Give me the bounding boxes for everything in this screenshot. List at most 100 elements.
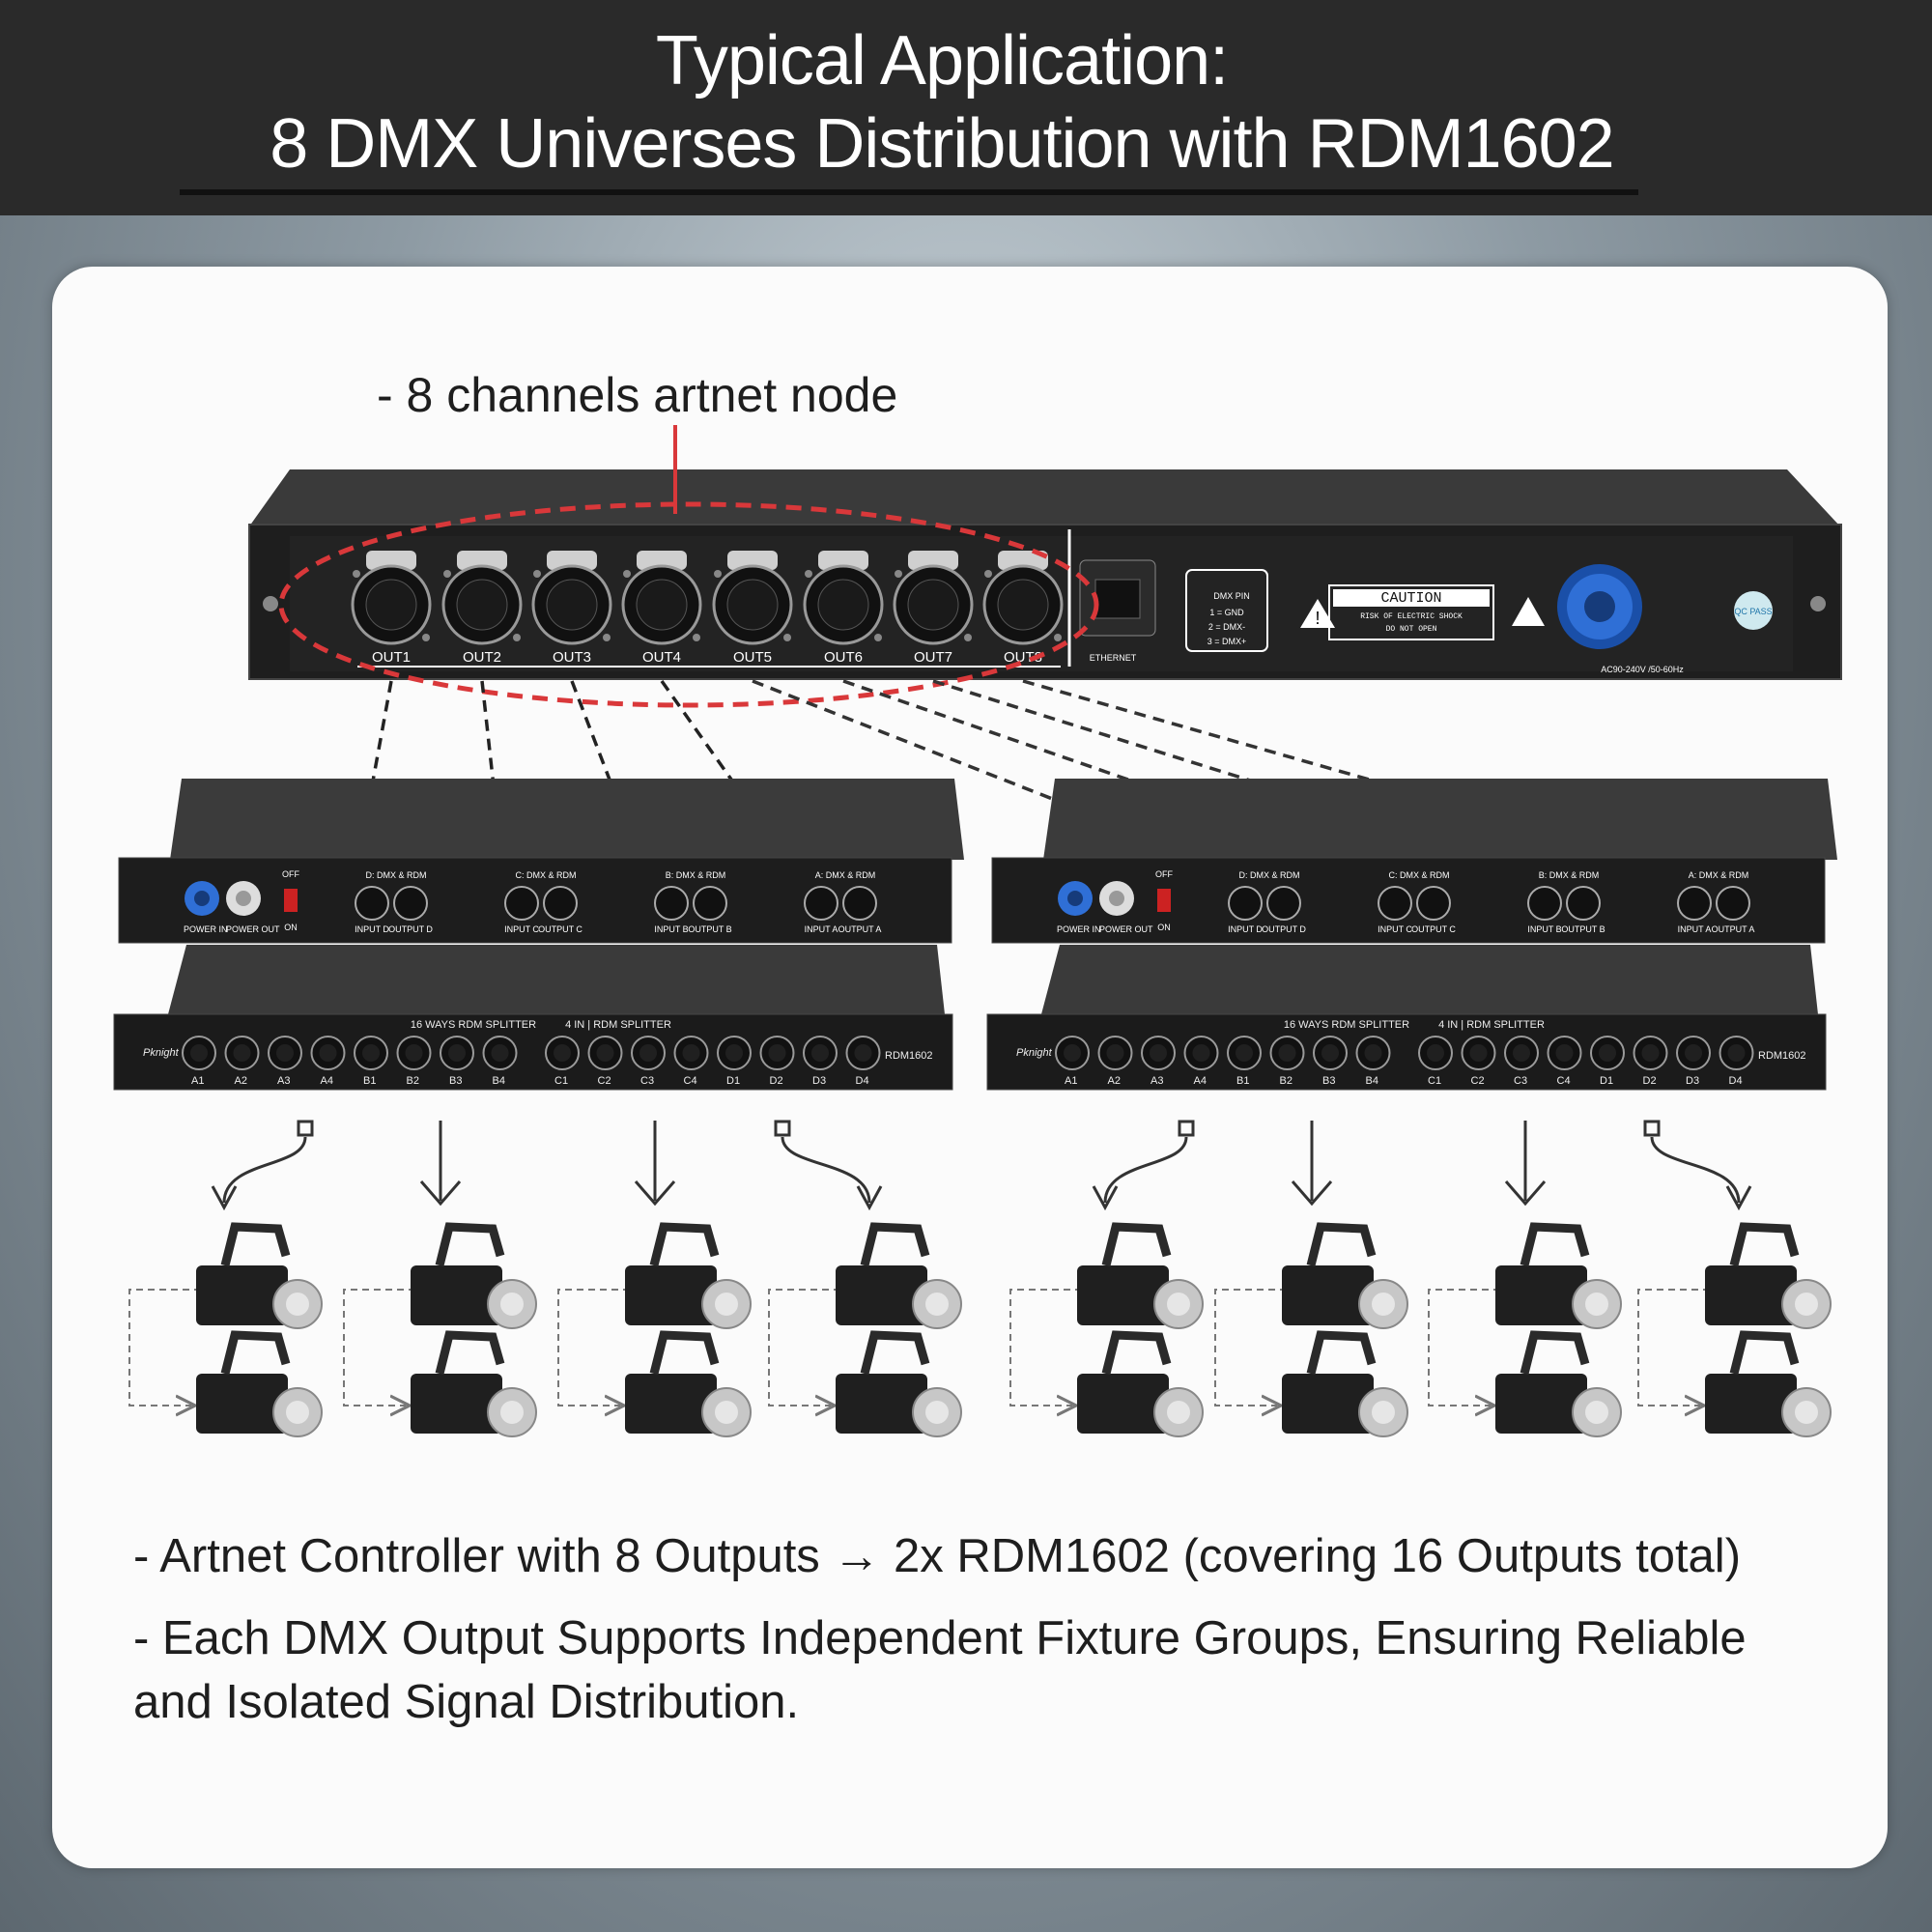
node-output-ports xyxy=(351,551,1064,645)
dmx-pin-3: 3 = DMX+ xyxy=(1208,637,1247,646)
group-output-port xyxy=(1266,886,1301,921)
arrow-head xyxy=(419,1180,462,1207)
power-in-center xyxy=(194,891,210,906)
daisy-chain-line xyxy=(1009,1289,1082,1406)
fixture-body xyxy=(1282,1265,1374,1325)
port-screw xyxy=(353,570,360,578)
fixture-yoke xyxy=(1520,1330,1590,1376)
shock-warning-icon xyxy=(1512,597,1545,626)
group-input-port xyxy=(1677,886,1712,921)
splitter-port-label: C3 xyxy=(1514,1075,1527,1087)
power-rating: AC90-240V /50-60Hz xyxy=(1601,665,1684,674)
fixture-groups xyxy=(128,1120,1832,1437)
fixture-body xyxy=(1282,1374,1374,1434)
group-output-port xyxy=(393,886,428,921)
fixture-body xyxy=(196,1374,288,1434)
port-screw xyxy=(603,634,611,641)
output-label: OUT5 xyxy=(733,649,772,666)
light-fixture xyxy=(1495,1222,1622,1329)
power-out-label: POWER OUT xyxy=(226,924,280,934)
xlr-latch xyxy=(547,551,597,570)
switch-on-label: ON xyxy=(1157,923,1171,932)
light-fixture xyxy=(411,1330,537,1437)
group-input-label: INPUT A xyxy=(805,924,838,934)
caution-box xyxy=(1328,584,1494,640)
port-screw xyxy=(783,634,791,641)
splitter-output-socket xyxy=(768,1044,786,1062)
group-input-port xyxy=(1228,886,1263,921)
xlr-latch xyxy=(908,551,958,570)
splitter-port-label: C2 xyxy=(1471,1075,1485,1087)
xlr-socket xyxy=(997,579,1049,631)
xlr-latch xyxy=(818,551,868,570)
fixture-lens-center xyxy=(1372,1401,1395,1424)
splitter-output-socket xyxy=(596,1044,614,1062)
source-marker xyxy=(297,1120,314,1137)
port-screw xyxy=(714,570,722,578)
switch-off-label: OFF xyxy=(1155,869,1173,879)
power-out-center xyxy=(236,891,251,906)
light-fixture xyxy=(625,1330,752,1437)
node-top-panel xyxy=(249,469,1840,526)
fixture-yoke xyxy=(1306,1222,1377,1267)
xlr-socket xyxy=(726,579,779,631)
fixture-yoke xyxy=(220,1222,291,1267)
page-title-line2: 8 DMX Universes Distribution with RDM160… xyxy=(270,105,1614,183)
caution-title: CAUTION xyxy=(1380,590,1441,607)
group-output-port xyxy=(1566,886,1601,921)
port-screw xyxy=(443,570,451,578)
group-input-port xyxy=(355,886,389,921)
source-marker xyxy=(1178,1120,1195,1137)
bullet-line-1: - Artnet Controller with 8 Outputs → 2x … xyxy=(133,1530,1742,1582)
dmx-pin-title: DMX PIN xyxy=(1213,591,1250,601)
splitter-output-socket xyxy=(362,1044,380,1062)
port-screw xyxy=(1054,634,1062,641)
light-fixture xyxy=(196,1330,323,1437)
model-label: RDM1602 xyxy=(885,1050,933,1062)
group-label: B: DMX & RDM xyxy=(1539,870,1600,880)
group-output-port xyxy=(543,886,578,921)
caution-line1: RISK OF ELECTRIC SHOCK xyxy=(1360,612,1463,621)
splitter-port-label: B1 xyxy=(1236,1075,1249,1087)
fixture-body xyxy=(625,1374,717,1434)
fixture-body xyxy=(411,1265,502,1325)
splitter-port-label: D4 xyxy=(856,1075,869,1087)
port-screw xyxy=(895,570,902,578)
arrow-head xyxy=(1092,1185,1119,1211)
splitter-output-socket xyxy=(1555,1044,1574,1062)
daisy-chain-line xyxy=(557,1289,630,1406)
xlr-latch xyxy=(998,551,1048,570)
brand-label: Pknight xyxy=(1016,1047,1053,1059)
splitter-output-socket xyxy=(1321,1044,1339,1062)
splitter-rear-top xyxy=(170,779,964,860)
fixture-yoke xyxy=(649,1222,720,1267)
output-label: OUT2 xyxy=(463,649,501,666)
fixture-yoke xyxy=(1729,1330,1800,1376)
signal-arrow xyxy=(222,1136,307,1204)
signal-arrow xyxy=(781,1136,871,1204)
splitter-port-label: D1 xyxy=(726,1075,740,1087)
group-output-label: OUTPUT D xyxy=(1262,924,1306,934)
fixture-body xyxy=(1077,1265,1169,1325)
splitter-output-socket xyxy=(1192,1044,1210,1062)
port-screw xyxy=(984,570,992,578)
fixture-yoke xyxy=(1101,1330,1172,1376)
bullet-line-2: - Each DMX Output Supports Independent F… xyxy=(133,1612,1747,1728)
group-output-label: OUTPUT B xyxy=(1561,924,1605,934)
qc-badge xyxy=(1734,591,1773,630)
header-bar xyxy=(0,0,1932,215)
group-label: C: DMX & RDM xyxy=(1389,870,1450,880)
splitter-port-label: A4 xyxy=(321,1075,333,1087)
splitter-output-socket xyxy=(405,1044,423,1062)
page-title-line1: Typical Application: xyxy=(655,22,1229,99)
splitter-output-socket xyxy=(1106,1044,1124,1062)
xlr-socket xyxy=(546,579,598,631)
fixture-group xyxy=(1214,1121,1408,1437)
switch-off-label: OFF xyxy=(282,869,299,879)
fixture-lens-center xyxy=(1585,1293,1608,1316)
powercon-center xyxy=(1584,591,1615,622)
splitter-output-socket xyxy=(1364,1044,1382,1062)
port-screw xyxy=(422,634,430,641)
